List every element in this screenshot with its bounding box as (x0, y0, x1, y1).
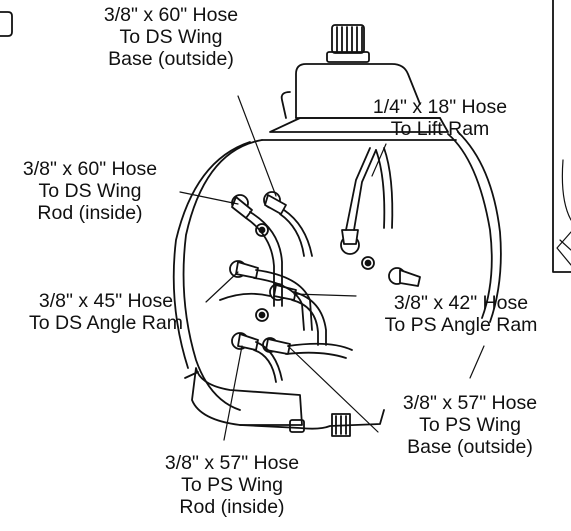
leader-ps-wing-base-upper (469, 345, 485, 379)
label-ps-wing-rod: 3/8" x 57" Hose To PS Wing Rod (inside) (134, 452, 330, 518)
label-line: 3/8" x 60" Hose (22, 158, 158, 180)
label-line: 3/8" x 60" Hose (103, 4, 239, 26)
fitting-ds-angle-ram (229, 260, 259, 279)
label-ds-wing-rod: 3/8" x 60" Hose To DS Wing Rod (inside) (2, 158, 178, 224)
label-ds-angle-ram: 3/8" x 45" Hose To DS Angle Ram (0, 290, 212, 334)
label-line: Base (outside) (108, 48, 234, 70)
leader-ds-wing-rod (179, 191, 239, 205)
port-plug (255, 223, 269, 237)
adjacent-figure-right (552, 0, 571, 273)
mounting-frame (172, 131, 502, 411)
hoses (245, 147, 394, 383)
fitting-lift-ram (340, 229, 360, 255)
adjacent-figure-edge (0, 11, 13, 37)
label-line: 3/8" x 57" Hose (402, 392, 538, 414)
hose-ds-wing-base (279, 209, 313, 257)
hose-upper-right (375, 147, 394, 229)
port-plug (255, 308, 269, 322)
leader-ps-angle-ram (293, 293, 357, 297)
label-line: Rod (inside) (179, 496, 285, 518)
label-lift-ram: 1/4" x 18" Hose To Lift Ram (354, 96, 526, 140)
label-line: 3/8" x 45" Hose (38, 290, 174, 312)
leader-ps-wing-base (287, 345, 379, 433)
label-ps-angle-ram: 3/8" x 42" Hose To PS Angle Ram (354, 292, 568, 336)
hose-lift-ram (345, 147, 377, 231)
fitting-ps-wing-base (262, 337, 291, 355)
leader-lift-ram (371, 143, 387, 177)
fitting-ds-wing-rod (231, 194, 253, 219)
leader-ds-wing-base (237, 95, 277, 197)
hose-ds-wing-rod (245, 211, 283, 307)
label-ps-wing-base: 3/8" x 57" Hose To PS Wing Base (outside… (372, 392, 568, 458)
label-ds-wing-base: 3/8" x 60" Hose To DS Wing Base (outside… (56, 4, 286, 70)
label-line: To DS Angle Ram (29, 312, 183, 334)
port-plug (361, 256, 375, 270)
label-line: To PS Wing (419, 414, 521, 436)
hose-ps-wing-rod (253, 341, 283, 383)
label-line: To DS Wing (38, 180, 142, 202)
fitting-ds-wing-base (263, 191, 287, 215)
label-line: 3/8" x 42" Hose (393, 292, 529, 314)
fitting-ps-wing-rod (231, 332, 259, 351)
reservoir-tank (261, 63, 457, 141)
hose-ps-angle-ram (291, 291, 327, 346)
label-line: To PS Wing (181, 474, 283, 496)
fitting-right-port (388, 267, 421, 287)
label-line: Rod (inside) (37, 202, 143, 224)
leader-lines (179, 95, 485, 441)
label-line: To Lift Ram (390, 118, 490, 140)
hose-ps-wing-base (285, 342, 353, 359)
leader-ds-angle-ram (205, 271, 239, 303)
filler-cap (326, 24, 370, 63)
leader-ps-wing-rod (223, 345, 243, 441)
label-line: To PS Angle Ram (384, 314, 538, 336)
label-line: 3/8" x 57" Hose (164, 452, 300, 474)
label-line: To DS Wing (119, 26, 223, 48)
valve-block (184, 292, 385, 437)
label-line: Base (outside) (407, 436, 533, 458)
label-line: 1/4" x 18" Hose (372, 96, 508, 118)
